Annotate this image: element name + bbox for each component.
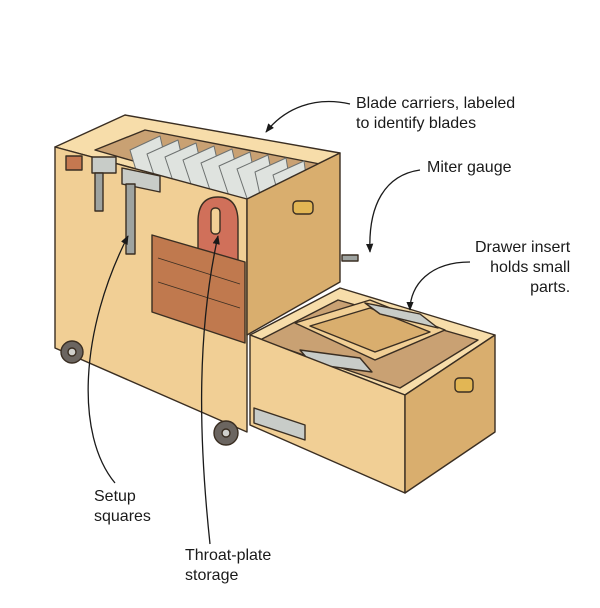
callout-drawer-insert: Drawer insert holds small parts. [475, 238, 570, 298]
leader-lines [87, 100, 471, 545]
callout-line: Drawer insert [475, 239, 571, 256]
leader-miter-gauge [366, 169, 421, 253]
callout-line: squares [94, 508, 151, 525]
miter-gauge-rod [341, 254, 359, 262]
leader-throat-plate [200, 235, 220, 545]
callout-miter-gauge: Miter gauge [427, 158, 512, 178]
callout-line: storage [185, 567, 239, 584]
callout-line: Setup [94, 488, 136, 505]
callout-line: parts. [530, 279, 571, 296]
leader-blade-carriers [265, 100, 351, 133]
casters [60, 340, 239, 446]
side-handle [292, 200, 314, 215]
drawer-art [249, 287, 496, 494]
cabinet-side [246, 152, 341, 336]
callout-setup-squares: Setup squares [94, 487, 151, 527]
callout-line: Blade carriers, labeled [356, 95, 516, 112]
leader-setup-squares [87, 235, 129, 484]
throat-plate-art [151, 196, 246, 344]
callout-line: to identify blades [356, 115, 477, 132]
callout-blade-carriers: Blade carriers, labeled to identify blad… [356, 94, 515, 134]
setup-squares-art [65, 155, 161, 255]
callout-line: Miter gauge [427, 159, 512, 176]
leader-drawer-insert [406, 261, 471, 311]
cabinet-drawing [54, 114, 496, 494]
callout-line: holds small [490, 259, 571, 276]
callout-throat-plate: Throat-plate storage [185, 546, 271, 586]
callout-line: Throat-plate [185, 547, 272, 564]
